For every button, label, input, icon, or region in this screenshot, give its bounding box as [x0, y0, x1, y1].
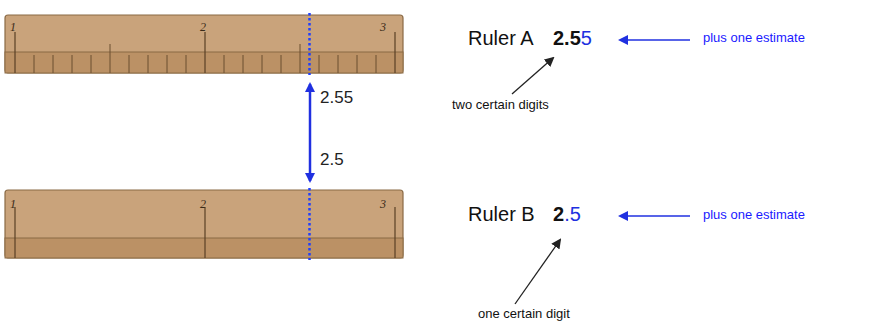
- ruler-name: Ruler B: [468, 203, 535, 226]
- major-ticks: [15, 207, 395, 258]
- leader-arrow: [512, 58, 553, 94]
- ruler: 1 2 3: [5, 190, 403, 258]
- double-arrow: [309, 84, 312, 181]
- reading-value: 2.5: [553, 203, 581, 226]
- estimate-arrow: [620, 215, 690, 217]
- tick-number: 3: [380, 21, 386, 33]
- tick-number: 3: [380, 198, 386, 210]
- tick-number: 1: [10, 21, 16, 33]
- reading-value: 2.55: [553, 27, 592, 50]
- measure-value: 2.5: [320, 150, 344, 170]
- digits-note: one certain digit: [478, 307, 570, 322]
- tick-number: 1: [10, 198, 16, 210]
- ruler-edge: [5, 238, 403, 258]
- ruler-body: [5, 15, 403, 73]
- measure-value: 2.55: [320, 88, 353, 108]
- leader-arrow: [515, 240, 560, 304]
- estimate-note: plus one estimate: [703, 31, 805, 46]
- major-ticks: [15, 32, 395, 73]
- measurement-line: [308, 13, 311, 75]
- ruler-name: Ruler A: [468, 27, 534, 50]
- ruler-edge: [5, 52, 403, 73]
- tick-number: 2: [200, 21, 206, 33]
- measurement-line: [308, 188, 311, 260]
- digits-note: two certain digits: [452, 98, 549, 113]
- ruler: 1 2 3: [5, 15, 403, 73]
- estimate-arrow: [620, 39, 690, 41]
- ruler-body: [5, 190, 403, 258]
- tick-number: 2: [200, 198, 206, 210]
- estimate-note: plus one estimate: [703, 208, 805, 223]
